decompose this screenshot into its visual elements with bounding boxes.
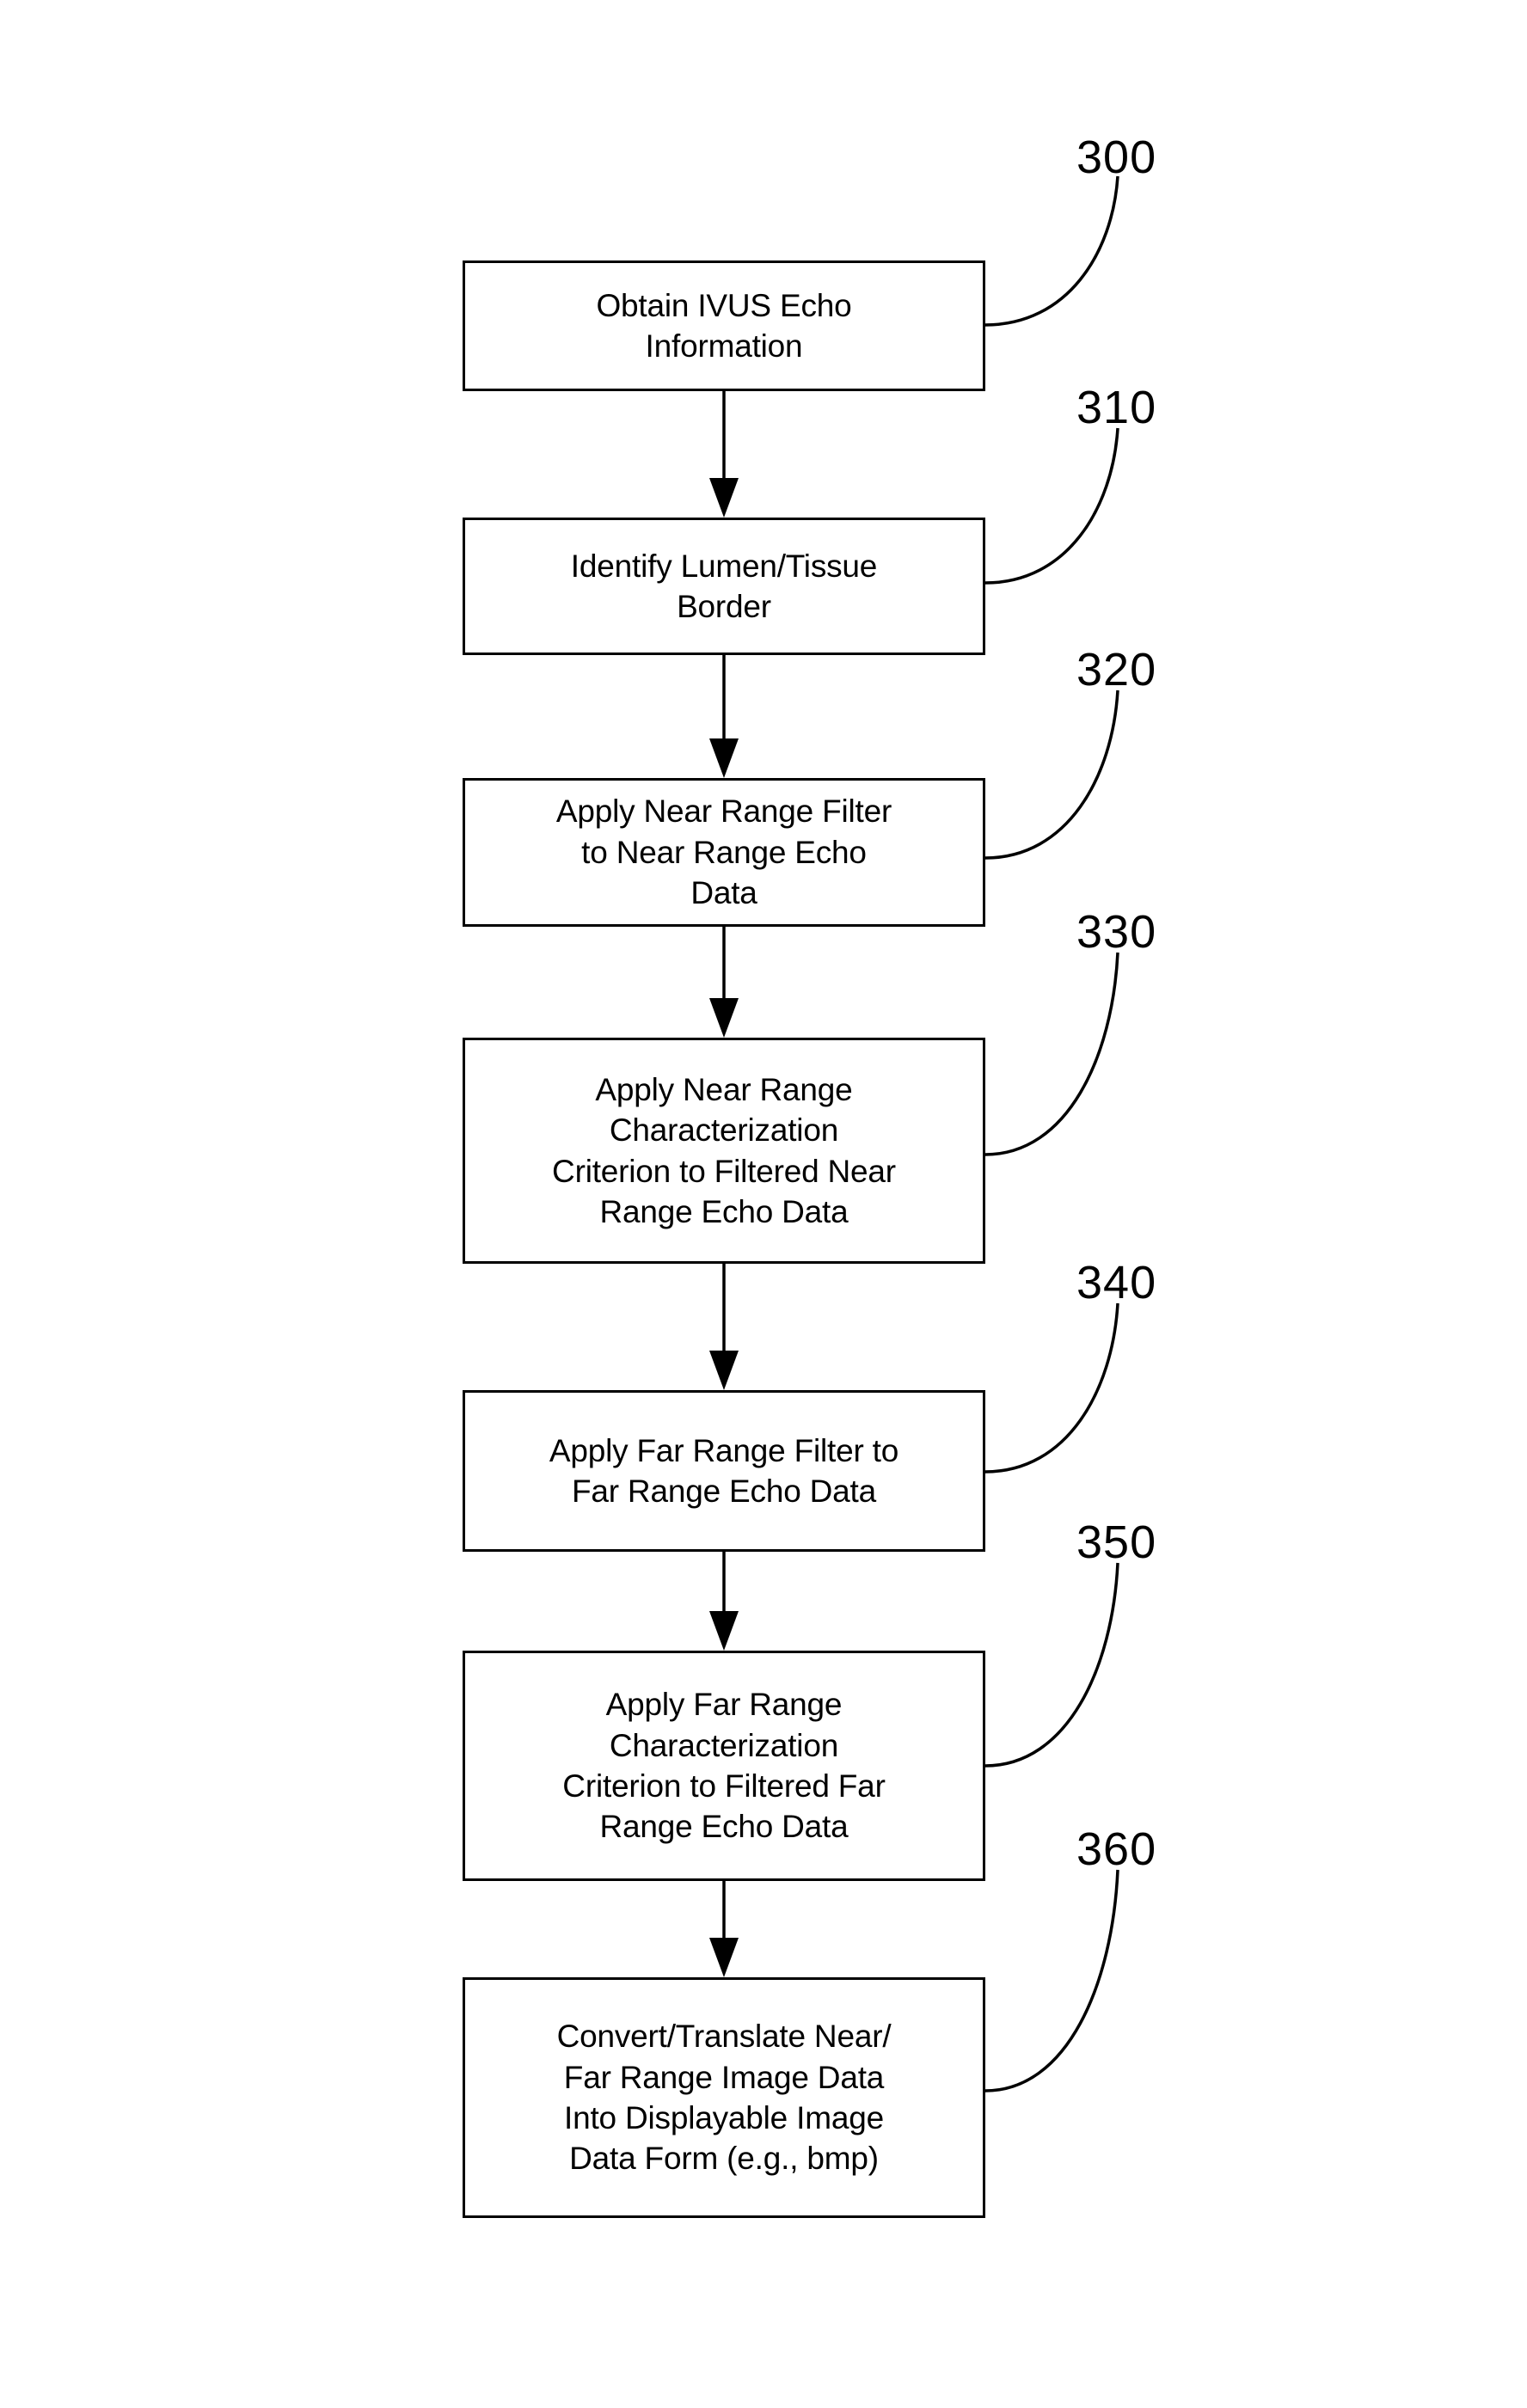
connector-arrowhead-330-to-340 [709, 1351, 739, 1390]
process-box-330: Apply Near Range Characterization Criter… [463, 1038, 985, 1264]
process-box-label-300: Obtain IVUS Echo Information [596, 287, 852, 364]
leader-line-310 [984, 427, 1119, 585]
process-box-300: Obtain IVUS Echo Information [463, 260, 985, 391]
process-box-320: Apply Near Range Filter to Near Range Ec… [463, 778, 985, 927]
process-box-label-360: Convert/Translate Near/ Far Range Image … [556, 2019, 892, 2177]
connector-arrowhead-350-to-360 [709, 1938, 739, 1977]
reference-numeral-360: 360 [1076, 1823, 1157, 1875]
leader-line-300 [984, 175, 1119, 327]
connector-arrowhead-320-to-330 [709, 998, 739, 1038]
process-box-350: Apply Far Range Characterization Criteri… [463, 1651, 985, 1881]
connector-layer [709, 391, 739, 1977]
process-box-label-310: Identify Lumen/Tissue Border [570, 548, 878, 624]
process-box-label-340: Apply Far Range Filter to Far Range Echo… [549, 1432, 899, 1509]
reference-numeral-310: 310 [1076, 382, 1157, 433]
process-box-310: Identify Lumen/Tissue Border [463, 518, 985, 655]
process-box-label-350: Apply Far Range Characterization Criteri… [562, 1687, 886, 1845]
connector-arrowhead-340-to-350 [709, 1611, 739, 1651]
reference-numeral-320: 320 [1076, 644, 1157, 695]
connector-arrowhead-300-to-310 [709, 478, 739, 518]
reference-numeral-350: 350 [1076, 1516, 1157, 1568]
leader-line-360 [984, 1869, 1119, 2092]
leader-line-320 [984, 689, 1119, 860]
reference-numeral-300: 300 [1076, 132, 1157, 183]
leader-line-350 [984, 1562, 1119, 1768]
leader-line-330 [984, 952, 1119, 1156]
process-box-label-330: Apply Near Range Characterization Criter… [552, 1071, 896, 1229]
leader-line-layer [984, 175, 1119, 2092]
process-box-label-320: Apply Near Range Filter to Near Range Ec… [555, 793, 892, 911]
leader-line-340 [984, 1302, 1119, 1474]
connector-arrowhead-310-to-320 [709, 738, 739, 778]
process-box-360: Convert/Translate Near/ Far Range Image … [463, 1977, 985, 2218]
reference-numeral-340: 340 [1076, 1257, 1157, 1308]
reference-numeral-330: 330 [1076, 906, 1157, 958]
process-box-340: Apply Far Range Filter to Far Range Echo… [463, 1390, 985, 1552]
